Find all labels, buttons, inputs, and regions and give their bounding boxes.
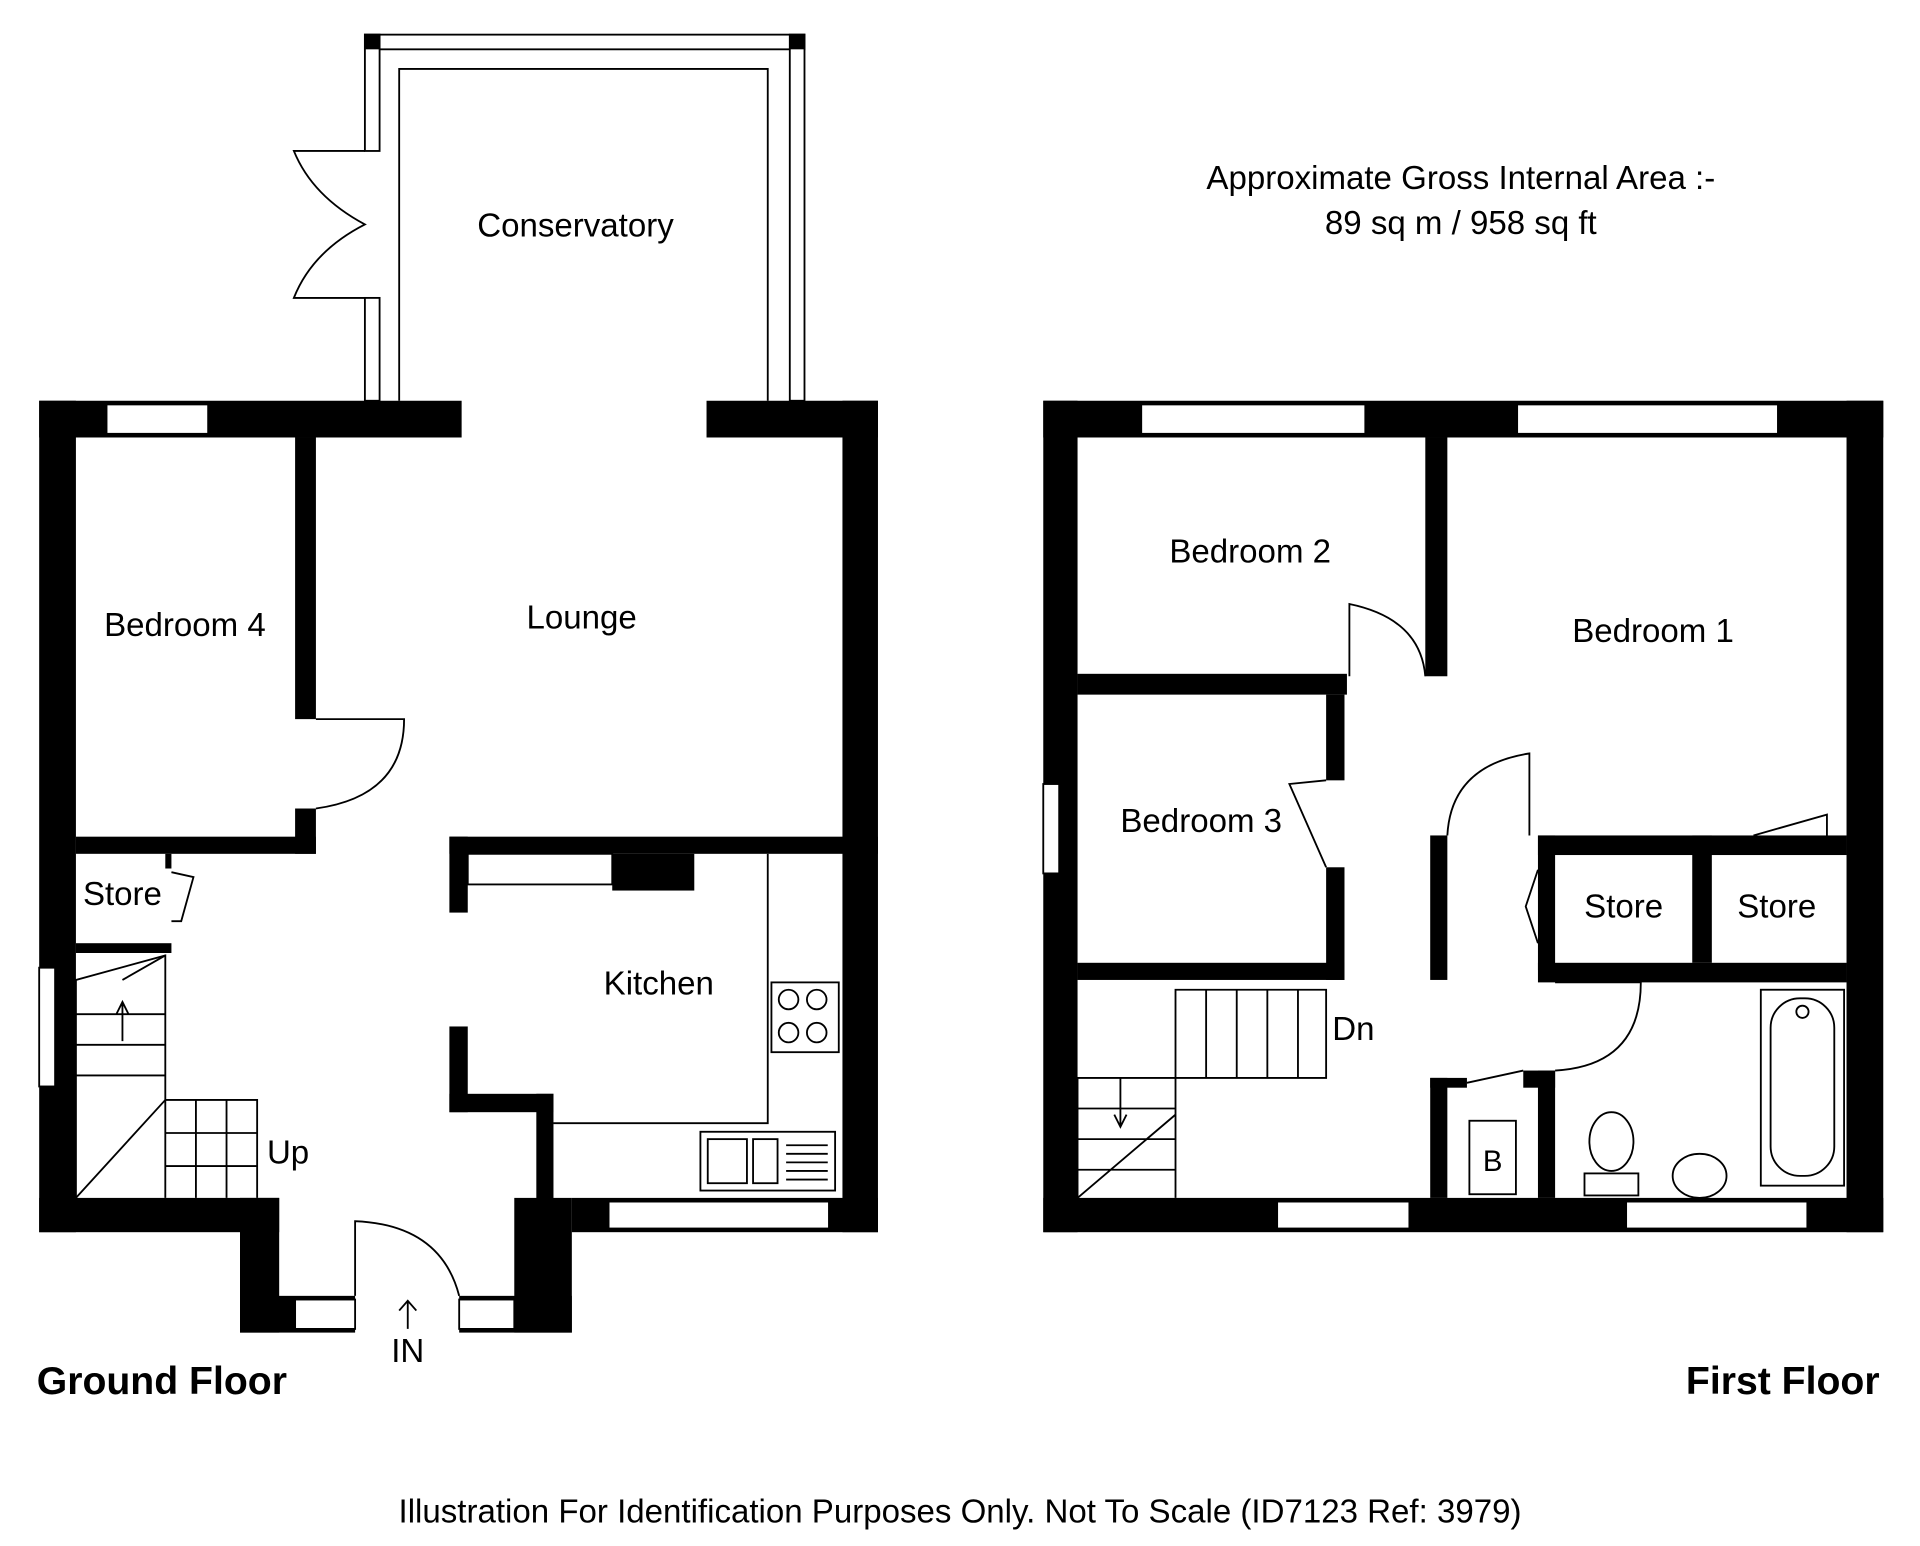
- room-label-bedroom-3: Bedroom 3: [1120, 803, 1282, 840]
- area-line-2: 89 sq m / 958 sq ft: [1325, 205, 1597, 242]
- room-label-conservatory: Conservatory: [477, 208, 674, 245]
- bath-icon: [1759, 988, 1846, 1187]
- stairs-up-label: Up: [267, 1135, 309, 1172]
- room-label-store: Store: [83, 876, 162, 913]
- boiler-label: B: [1483, 1145, 1503, 1178]
- toilet-icon: [1583, 1111, 1640, 1197]
- stairs-first: [1076, 988, 1328, 1199]
- room-label-lounge: Lounge: [526, 600, 636, 637]
- room-label-bedroom-1: Bedroom 1: [1572, 613, 1734, 650]
- first-floor-plan: [1042, 400, 1884, 1233]
- area-line-1: Approximate Gross Internal Area :-: [1206, 160, 1715, 197]
- first-floor-title: First Floor: [1686, 1360, 1880, 1403]
- room-label-bedroom-4: Bedroom 4: [104, 607, 266, 644]
- room-label-bedroom-2: Bedroom 2: [1169, 533, 1331, 570]
- room-label-kitchen: Kitchen: [604, 966, 714, 1003]
- stairs-down-label: Dn: [1332, 1011, 1374, 1048]
- hob-icon: [770, 981, 840, 1054]
- stairs-ground: [75, 954, 259, 1199]
- footer-disclaimer: Illustration For Identification Purposes…: [399, 1493, 1522, 1530]
- ground-floor-title: Ground Floor: [37, 1360, 287, 1403]
- basin-icon: [1671, 1152, 1728, 1199]
- ground-floor-plan: [38, 33, 878, 1333]
- room-label-store-a: Store: [1584, 888, 1663, 925]
- sink-icon: [699, 1130, 837, 1192]
- conservatory-frame: [292, 33, 806, 402]
- room-label-store-b: Store: [1737, 888, 1816, 925]
- entrance-label: IN: [391, 1333, 424, 1370]
